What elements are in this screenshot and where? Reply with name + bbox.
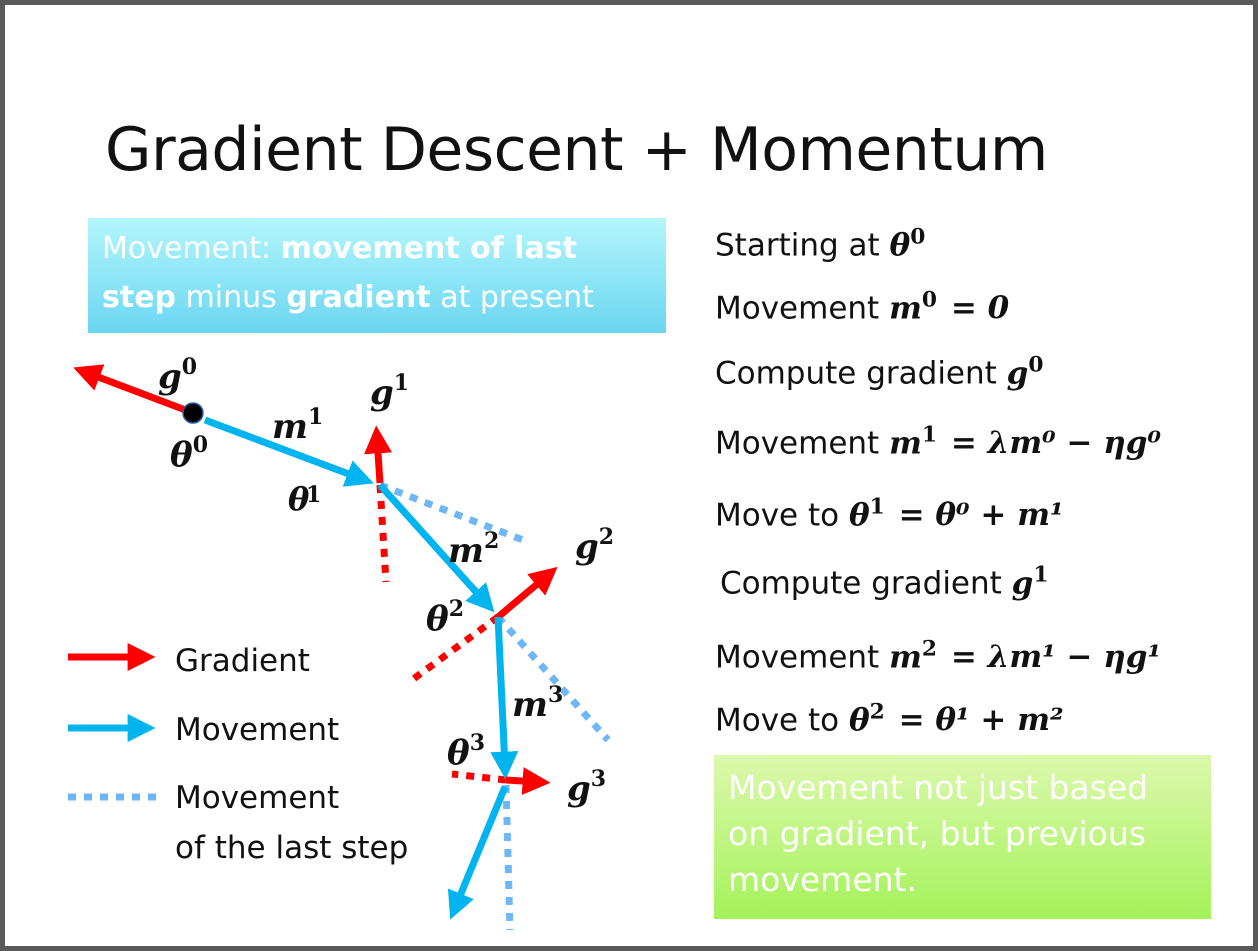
step: Movement m1 = λm⁰ − ηg⁰ xyxy=(715,423,1162,462)
step: Move to θ2 = θ¹ + m² xyxy=(715,700,1064,739)
neg-gradient-dotted xyxy=(376,484,390,583)
bold-text: gradient xyxy=(286,280,431,315)
label-theta2: θ2 xyxy=(426,596,464,639)
text: at present xyxy=(430,280,594,315)
label-g3: g3 xyxy=(567,766,606,809)
summary-box: Movement not just based on gradient, but… xyxy=(714,755,1211,919)
legend-gradient-label: Gradient xyxy=(175,643,310,679)
label-m1: m1 xyxy=(272,404,323,447)
movement-arrow-m3 xyxy=(490,616,519,780)
step: Move to θ1 = θ⁰ + m¹ xyxy=(715,495,1064,534)
neg-gradient-dotted xyxy=(409,614,501,683)
text: Movement: xyxy=(102,231,281,266)
label-theta1-sup: 1 xyxy=(306,482,321,508)
movement-arrow-m1 xyxy=(203,416,374,487)
gradient-arrow-g0 xyxy=(73,364,190,415)
step: Movement m2 = λm¹ − ηg¹ xyxy=(715,637,1162,676)
legend-last-step-label-1: Movement xyxy=(175,780,339,816)
neg-gradient-dotted xyxy=(451,770,507,784)
gradient-arrow-g1 xyxy=(364,425,392,484)
slide-title: Gradient Descent + Momentum xyxy=(105,115,1048,185)
movement-arrow-m4 xyxy=(447,785,509,920)
label-theta0: θ0 xyxy=(170,432,208,475)
label-g1: g1 xyxy=(370,370,409,413)
label-theta3: θ3 xyxy=(447,730,485,773)
label-g0: g0 xyxy=(158,354,197,397)
gradient-arrow-g2 xyxy=(495,566,558,620)
step: Compute gradient g1 xyxy=(720,563,1049,602)
legend-last-step-label-2: of the last step xyxy=(175,830,408,866)
label-g2: g2 xyxy=(575,524,614,567)
last-step-dotted xyxy=(502,784,514,931)
text: minus xyxy=(176,280,287,315)
label-m3: m3 xyxy=(512,682,563,725)
label-m2: m2 xyxy=(448,528,499,571)
movement-arrow-m2 xyxy=(377,482,495,613)
last-step-dotted xyxy=(495,614,611,743)
gradient-arrow-g3 xyxy=(505,767,551,796)
step: Starting at θ0 xyxy=(715,225,926,264)
legend-movement-label: Movement xyxy=(175,712,339,748)
step: Movement m0 = 0 xyxy=(715,288,1010,327)
step: Compute gradient g0 xyxy=(715,353,1044,392)
bold-text: movement of last step xyxy=(102,231,577,315)
slide: Gradient Descent + Momentum Movement: mo… xyxy=(5,5,1253,946)
label-theta1: θ xyxy=(288,480,310,518)
movement-definition-box: Movement: movement of last step minus gr… xyxy=(88,218,666,333)
start-point xyxy=(182,402,204,424)
